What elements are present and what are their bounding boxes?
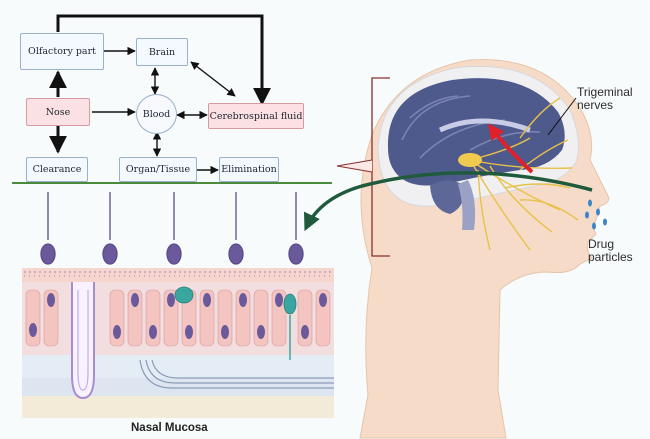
mucosa-illustration — [22, 192, 334, 418]
brain-box: Brain — [136, 38, 188, 66]
head-illustration — [303, 59, 610, 439]
green-arrow — [303, 171, 593, 232]
bracket-pointer — [336, 159, 373, 173]
trigeminal-ganglion — [458, 153, 482, 167]
drug-label-line2: particles — [588, 250, 633, 264]
organ-tissue-box: Organ/Tissue — [119, 157, 197, 182]
cerebellum — [430, 180, 464, 214]
blood-circle: Blood — [136, 94, 177, 134]
elimination-box: Elimination — [219, 157, 279, 182]
red-arrow — [488, 123, 534, 174]
nose-box: Nose — [26, 98, 90, 126]
trigeminal-label-line2: nerves — [577, 98, 614, 112]
brainstem — [458, 180, 476, 230]
trigeminal-label: Trigeminal nerves — [577, 86, 633, 112]
drug-label-line1: Drug — [588, 237, 615, 251]
cerebrospinal-fluid-box: Cerebrospinal fluid — [208, 103, 304, 129]
trigeminal-label-line1: Trigeminal — [577, 85, 633, 99]
arrow-brain-csf — [190, 61, 236, 97]
olfactory-part-box: Olfactory part — [20, 33, 104, 70]
trigeminal-branches — [469, 97, 579, 251]
clearance-box: Clearance — [26, 157, 88, 182]
drug-droplets — [585, 199, 607, 230]
corpus-callosum — [438, 118, 531, 133]
flow-arrows — [49, 14, 271, 175]
trigeminal-pointer — [547, 97, 577, 136]
arrow-olfactory-to-csf — [56, 14, 271, 106]
nasal-mucosa-caption: Nasal Mucosa — [131, 422, 208, 434]
drug-particles-label: Drug particles — [588, 238, 633, 264]
mucosal-gland — [71, 282, 95, 400]
